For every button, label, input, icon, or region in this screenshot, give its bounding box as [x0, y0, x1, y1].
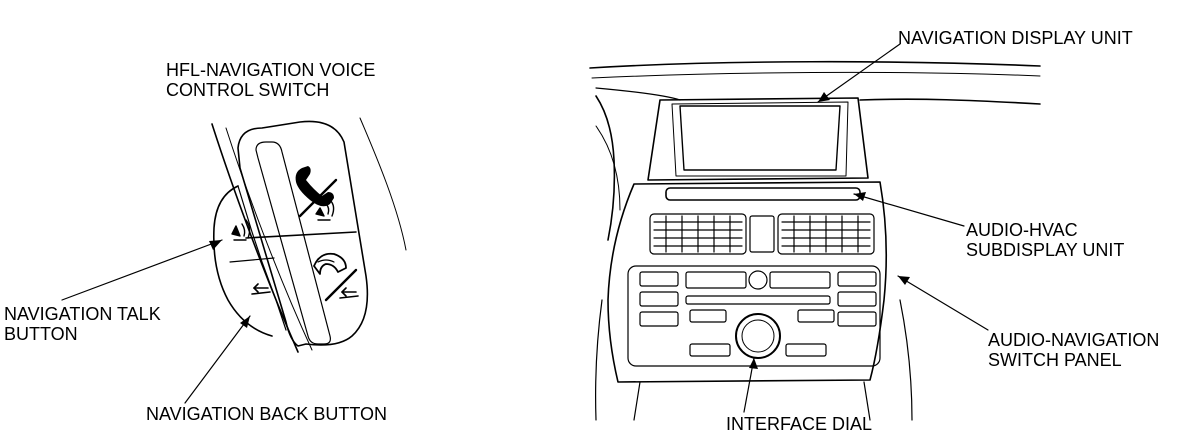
center-stack [607, 181, 888, 383]
dash-top-line [589, 60, 1041, 69]
interface-dial [735, 313, 781, 359]
label-subdisplay-unit-line2: SUBDISPLAY UNIT [966, 240, 1125, 260]
leader-subdisplay [853, 193, 965, 227]
label-voice-control-switch: HFL-NAVIGATION VOICE CONTROL SWITCH [166, 60, 375, 100]
label-back-button-text: NAVIGATION BACK BUTTON [146, 404, 388, 424]
label-display-unit: NAVIGATION DISPLAY UNIT [898, 28, 1133, 48]
leader-display-unit [817, 43, 901, 103]
dash-left-swoop [595, 87, 681, 101]
steering-wheel-switch-drawing [61, 117, 407, 404]
steering-wheel-rim [359, 117, 407, 251]
label-switch-panel-line2: SWITCH PANEL [988, 350, 1122, 370]
back-arrow-icon-left [251, 283, 271, 295]
display-hood [647, 97, 869, 181]
lower-console-left [633, 381, 641, 421]
label-back-button: NAVIGATION BACK BUTTON [146, 404, 387, 424]
label-talk-button: NAVIGATION TALK BUTTON [4, 304, 161, 344]
steering-wheel-edge [211, 123, 299, 353]
leader-subdisplay-arrow [854, 192, 866, 201]
label-interface-dial-text: INTERFACE DIAL [726, 414, 873, 434]
switch-housing [237, 120, 369, 347]
leader-talk-button [61, 239, 223, 301]
switch-slash-upper [298, 178, 338, 218]
dash-left-contour-2 [595, 125, 621, 211]
label-switch-panel-line1: AUDIO-NAVIGATION [988, 330, 1160, 350]
leader-back-button [184, 315, 251, 404]
lower-console-right [863, 381, 871, 421]
air-vents [649, 213, 875, 255]
label-display-unit-text: NAVIGATION DISPLAY UNIT [898, 28, 1133, 48]
dash-left-contour [595, 95, 616, 241]
label-subdisplay-unit: AUDIO-HVAC SUBDISPLAY UNIT [966, 220, 1124, 260]
label-voice-control-switch-line2: CONTROL SWITCH [166, 80, 330, 100]
back-arrow-icon-right [339, 287, 359, 299]
label-interface-dial: INTERFACE DIAL [726, 414, 872, 434]
hangup-icon [313, 252, 347, 275]
phone-icon [295, 166, 334, 207]
dash-top-line-2 [591, 71, 1041, 79]
navigation-display-screen [679, 105, 841, 171]
switch-groove [255, 141, 331, 345]
lower-console-right-2 [899, 299, 913, 421]
dash-right-swoop [859, 98, 1041, 105]
lower-console-left-2 [595, 299, 603, 421]
voice-talk-icon-right [315, 199, 335, 221]
label-subdisplay-unit-line1: AUDIO-HVAC [966, 220, 1078, 240]
leader-back-arrow [240, 316, 250, 328]
display-screen-bezel [671, 101, 849, 177]
talk-back-rocker-edge [237, 185, 287, 331]
label-switch-panel: AUDIO-NAVIGATION SWITCH PANEL [988, 330, 1159, 370]
label-voice-control-switch-line1: HFL-NAVIGATION VOICE [166, 60, 376, 80]
leader-display-arrow [818, 92, 830, 102]
switch-divider [245, 231, 357, 239]
voice-talk-icon-left [231, 219, 251, 241]
dashboard-drawing [589, 43, 1041, 421]
leader-switch-panel-arrow [898, 276, 910, 285]
label-talk-button-line1: NAVIGATION TALK [4, 304, 161, 324]
switch-slash-lower [324, 268, 358, 302]
leader-interface-dial-arrow [749, 358, 758, 369]
label-talk-button-line2: BUTTON [4, 324, 78, 344]
leader-talk-arrow [209, 240, 222, 250]
switch-divider-2 [229, 257, 275, 263]
steering-wheel-edge-inner [225, 127, 313, 351]
leader-switch-panel [897, 275, 989, 331]
audio-hvac-subdisplay [665, 187, 861, 201]
